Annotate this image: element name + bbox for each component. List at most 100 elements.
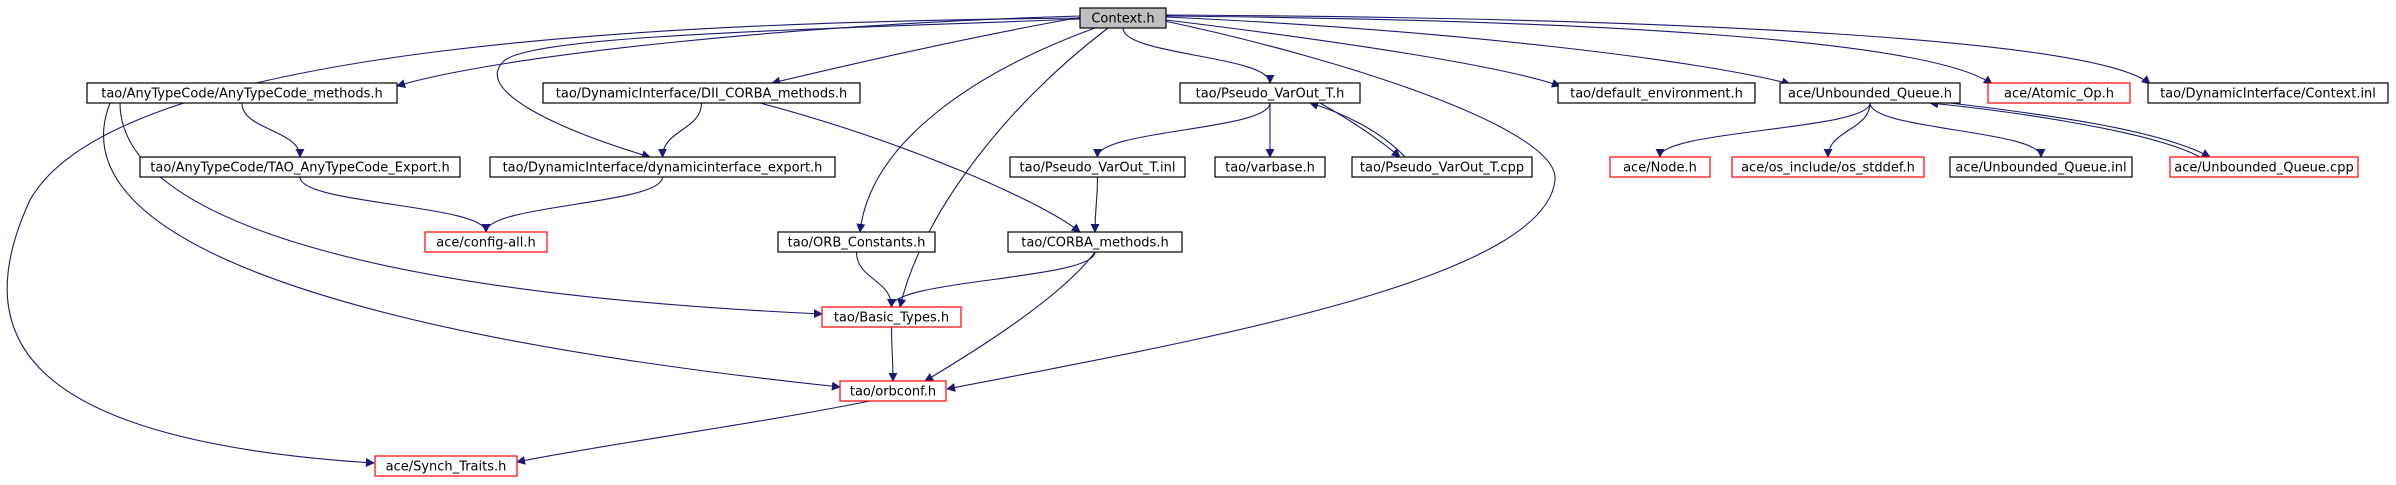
node-orb-constants[interactable]: tao/ORB_Constants.h [777,231,936,253]
node-pseudo-varout-inl[interactable]: tao/Pseudo_VarOut_T.inl [1009,156,1186,178]
edge-arrow [855,251,896,308]
edge-arrow [888,326,898,382]
node-dii-corba-methods[interactable]: tao/DynamicInterface/DII_CORBA_methods.h [542,82,861,104]
edge-arrow [1823,102,1871,158]
node-box [1179,82,1361,104]
edge-anytypecode_methods-to-tao_anytypecode_export [241,102,305,158]
node-label: ace/Synch_Traits.h [386,460,507,475]
node-unbounded-queue-inl[interactable]: ace/Unbounded_Queue.inl [1949,156,2133,178]
node-varbase[interactable]: tao/varbase.h [1214,156,1326,178]
node-context-h[interactable]: Context.h [1079,7,1167,29]
edge-arrow [1165,14,2151,85]
edge-context_h-to-pseudo_varout_h [1122,27,1275,84]
node-box [489,156,836,178]
node-label: ace/Unbounded_Queue.h [1788,87,1952,102]
node-box [1731,156,1925,178]
node-label: tao/Pseudo_VarOut_T.h [1196,87,1345,102]
edge-arrow [496,18,1081,159]
node-label: Context.h [1091,12,1154,27]
node-box [839,380,947,402]
node-anytypecode-methods[interactable]: tao/AnyTypeCode/AnyTypeCode_methods.h [86,82,398,104]
node-box [2169,156,2359,178]
edge-unbounded_queue_cpp-to-unbounded_queue_h [1929,99,2201,158]
edge-orb_constants-to-basic_types [855,251,896,308]
node-label: tao/AnyTypeCode/AnyTypeCode_methods.h [101,87,383,102]
edge-context_h-to-di_context_inl [1165,14,2151,85]
edge-arrow [1090,176,1100,233]
edge-arrow [1165,16,1791,87]
node-tao-anytypecode-export[interactable]: tao/AnyTypeCode/TAO_AnyTypeCode_Export.h [139,156,461,178]
edge-context_h-to-synch_traits [6,17,1081,467]
node-label: ace/config-all.h [436,236,536,251]
node-basic-types[interactable]: tao/Basic_Types.h [821,306,962,328]
edge-arrow [1869,102,2046,158]
edge-unbounded_queue_h-to-unbounded_queue_inl [1869,102,2046,158]
edge-anytypecode_methods-to-orbconf [103,102,841,391]
edge-context_h-to-dii_corba_methods [771,16,1083,86]
edge-arrow [856,27,1096,233]
node-label: tao/default_environment.h [1570,87,1743,102]
edge-arrow [1949,102,2211,158]
edge-arrow [1093,102,1271,158]
edge-unbounded_queue_h-to-unbounded_queue_cpp [1949,102,2211,158]
edge-unbounded_queue_h-to-os_stddef [1823,102,1871,158]
edge-arrow [516,400,871,465]
edge-arrow [658,102,703,158]
node-orbconf[interactable]: tao/orbconf.h [839,380,947,402]
edge-corba_methods-to-basic_types [887,251,1096,308]
edge-arrow [897,27,1109,308]
edge-corba_methods-to-orbconf [924,251,1096,382]
edge-arrow [1165,15,1993,85]
node-label: tao/Pseudo_VarOut_T.inl [1020,161,1176,176]
node-box [1987,82,2131,104]
edge-context_h-to-unbounded_queue_h [1165,16,1791,87]
edge-context_h-to-anytypecode_methods [396,15,1081,88]
node-ace-node[interactable]: ace/Node.h [1609,156,1711,178]
edge-context_h-to-basic_types [897,27,1109,308]
node-box [1609,156,1711,178]
edge-arrow [1165,19,1561,88]
edge-arrow [1309,101,1406,158]
edges-layer [6,14,2211,467]
node-di-context-inl[interactable]: tao/DynamicInterface/Context.inl [2147,82,2389,104]
node-unbounded-queue-cpp[interactable]: ace/Unbounded_Queue.cpp [2169,156,2359,178]
node-unbounded-queue-h[interactable]: ace/Unbounded_Queue.h [1779,82,1961,104]
node-box [1949,156,2133,178]
node-box [374,455,518,477]
node-label: tao/ORB_Constants.h [788,236,926,251]
node-label: tao/DynamicInterface/dynamicinterface_ex… [503,161,823,176]
node-dynamicinterface-export[interactable]: tao/DynamicInterface/dynamicinterface_ex… [489,156,836,178]
node-box [821,306,962,328]
node-box [2147,82,2389,104]
edge-anytypecode_methods-to-basic_types [119,102,823,319]
node-label: ace/os_include/os_stddef.h [1741,161,1915,176]
node-label: ace/Atomic_Op.h [2004,87,2114,102]
node-box [1214,156,1326,178]
edge-arrow [1655,102,1871,158]
node-synch-traits[interactable]: ace/Synch_Traits.h [374,455,518,477]
edge-context_h-to-atomic_op [1165,15,1993,85]
node-os-stddef[interactable]: ace/os_include/os_stddef.h [1731,156,1925,178]
node-label: ace/Unbounded_Queue.cpp [2174,161,2353,176]
node-config-all[interactable]: ace/config-all.h [424,231,548,253]
node-pseudo-varout-h[interactable]: tao/Pseudo_VarOut_T.h [1179,82,1361,104]
node-corba-methods[interactable]: tao/CORBA_methods.h [1007,231,1183,253]
node-default-environment[interactable]: tao/default_environment.h [1557,82,1756,104]
edge-arrow [299,176,491,233]
edge-dynamicinterface_export-to-config_all [481,176,664,233]
edge-arrow [119,102,823,319]
edge-pseudo_varout_h-to-pseudo_varout_cpp [1319,102,1401,158]
edge-arrow [396,15,1081,88]
node-box [86,82,398,104]
node-label: tao/varbase.h [1225,161,1315,176]
node-pseudo-varout-cpp[interactable]: tao/Pseudo_VarOut_T.cpp [1351,156,1533,178]
node-box [777,231,936,253]
node-atomic-op[interactable]: ace/Atomic_Op.h [1987,82,2131,104]
edge-context_h-to-orbconf [946,19,1556,392]
node-label: tao/Pseudo_VarOut_T.cpp [1360,161,1524,176]
edge-context_h-to-default_environment [1165,19,1561,88]
edge-context_h-to-orb_constants [856,27,1096,233]
node-label: ace/Node.h [1623,161,1697,176]
edge-pseudo_varout_h-to-pseudo_varout_inl [1093,102,1271,158]
